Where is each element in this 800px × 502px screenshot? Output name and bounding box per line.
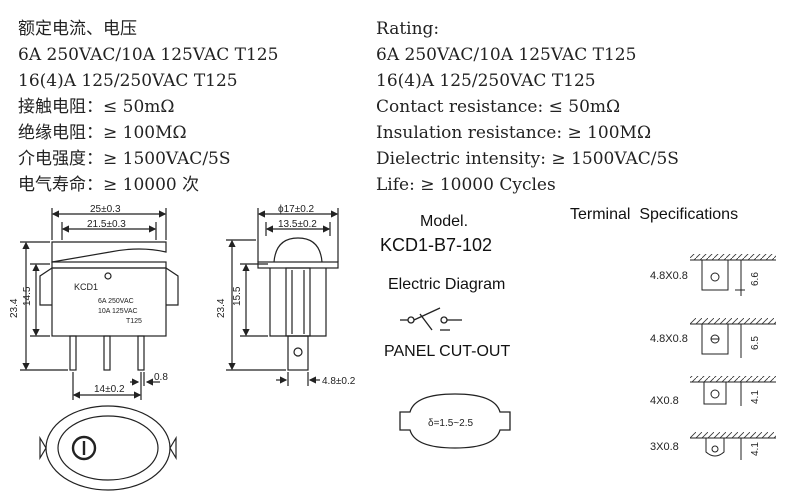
front-body-rating2: 10A 125VAC <box>98 308 138 315</box>
front-body-rating3: T125 <box>126 318 142 325</box>
spec-en-line: 16(4)A 125/250VAC T125 <box>376 71 596 91</box>
terminal-size-3: 4X0.8 <box>650 395 679 407</box>
side-pin-width: 4.8±0.2 <box>322 376 356 387</box>
spec-cn-line: 16(4)A 125/250VAC T125 <box>18 71 238 91</box>
front-body-rating1: 6A 250VAC <box>98 298 134 305</box>
front-height-body: 14.5 <box>22 286 33 306</box>
front-body-model: KCD1 <box>74 282 98 292</box>
terminal-size-1: 4.8X0.8 <box>650 270 688 282</box>
side-view <box>226 208 339 386</box>
spec-cn-line: 绝缘电阻：≥ 100MΩ <box>18 123 187 143</box>
cutout-thickness-note: δ=1.5~2.5 <box>428 418 473 429</box>
side-width-outer: ϕ17±0.2 <box>278 204 315 215</box>
front-pin-thickness: 0.8 <box>154 372 168 383</box>
front-width-outer: 25±0.3 <box>90 204 121 215</box>
terminal-specs <box>690 254 776 460</box>
spec-en-line: Life: ≥ 10000 Cycles <box>376 175 556 195</box>
spec-cn-line: 介电强度：≥ 1500VAC/5S <box>18 149 231 169</box>
terminal-spec-title: Terminal Specifications <box>570 206 739 223</box>
spec-en-line: Contact resistance: ≤ 50mΩ <box>376 97 621 117</box>
spec-cn-line: 6A 250VAC/10A 125VAC T125 <box>18 45 279 65</box>
terminal-size-2: 4.8X0.8 <box>650 333 688 345</box>
side-height-body: 15.5 <box>232 286 243 306</box>
model-number: KCD1-B7-102 <box>380 235 493 255</box>
spec-en-line: Rating: <box>376 19 440 39</box>
spec-en-block: Rating: 6A 250VAC/10A 125VAC T125 16(4)A… <box>376 16 679 198</box>
terminal-dim-4: 4.1 <box>750 442 761 456</box>
terminal-dim-2: 6.5 <box>750 336 761 350</box>
spec-cn-line: 额定电流、电压 <box>18 19 137 39</box>
terminal-dim-1: 6.6 <box>750 272 761 286</box>
electric-diagram-label: Electric Diagram <box>388 276 506 293</box>
spec-cn-block: 额定电流、电压 6A 250VAC/10A 125VAC T125 16(4)A… <box>18 16 278 198</box>
spec-en-line: Insulation resistance: ≥ 100MΩ <box>376 123 652 143</box>
terminal-size-4: 3X0.8 <box>650 441 679 453</box>
spec-en-line: Dielectric intensity: ≥ 1500VAC/5S <box>376 149 679 169</box>
spec-cn-line: 接触电阻：≤ 50mΩ <box>18 97 175 117</box>
front-view <box>20 208 179 491</box>
panel-cutout-label: PANEL CUT-OUT <box>384 343 511 360</box>
front-pin-pitch: 14±0.2 <box>94 384 125 395</box>
front-height-total: 23.4 <box>9 298 20 318</box>
model-label: Model. <box>420 213 469 230</box>
terminal-dim-3: 4.1 <box>750 390 761 404</box>
spec-cn-line: 电气寿命：≥ 10000 次 <box>18 175 200 195</box>
side-height-total: 23.4 <box>216 298 227 318</box>
side-width-inner: 13.5±0.2 <box>278 219 317 230</box>
spec-en-line: 6A 250VAC/10A 125VAC T125 <box>376 45 637 65</box>
front-width-inner: 21.5±0.3 <box>87 219 126 230</box>
panel-cutout-shape <box>399 393 511 449</box>
electric-switch-symbol <box>400 307 462 331</box>
